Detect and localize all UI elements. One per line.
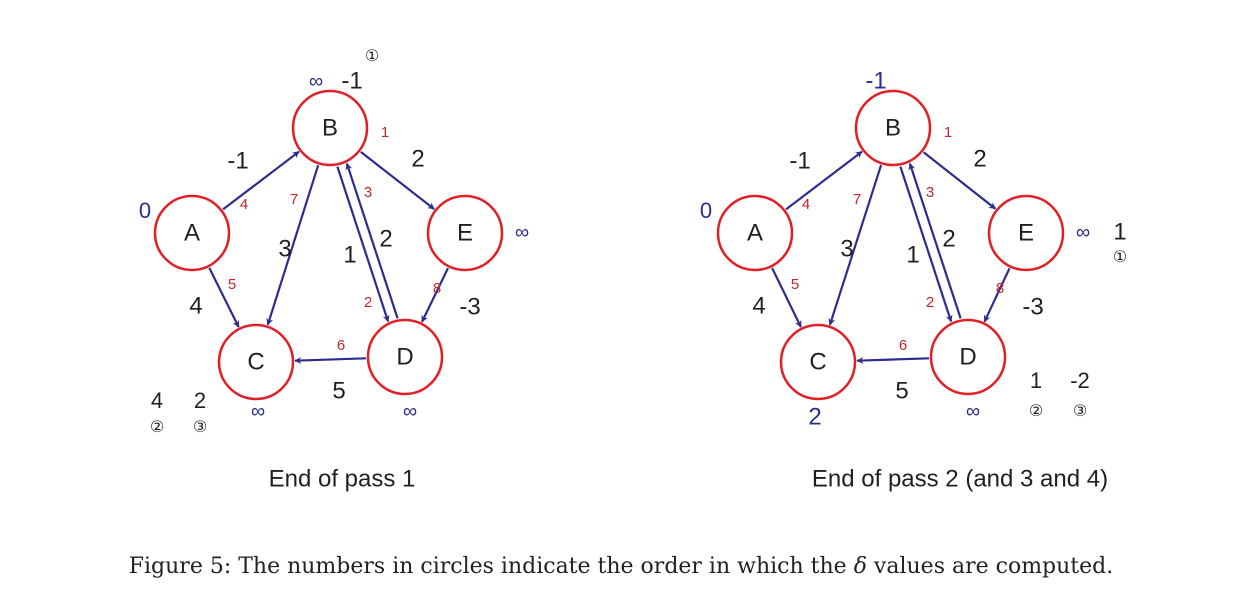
node-label-B: B	[885, 114, 901, 141]
delta-annotation: -1	[341, 67, 362, 94]
delta-annotation: ①	[365, 48, 379, 65]
delta-annotation: ①	[1113, 249, 1127, 266]
delta-annotation: -2	[1070, 368, 1090, 393]
node-label-D: D	[396, 343, 413, 370]
edge-weight-E-D: -3	[459, 293, 480, 320]
diagram-title: End of pass 1	[269, 465, 416, 492]
node-E	[987, 194, 1065, 272]
edge-D-C	[856, 356, 930, 364]
edge-B-D	[899, 166, 953, 323]
caption-prefix: Figure 5: The numbers in circles indicat…	[128, 554, 854, 579]
edge-E-D	[983, 267, 1011, 323]
edge-E-D	[421, 267, 449, 323]
caption-delta-symbol: δ	[853, 554, 867, 579]
edge-order-A-C: 5	[791, 276, 799, 293]
edge-weight-B-D: 2	[942, 225, 955, 252]
edge-A-C	[208, 267, 240, 328]
edge-order-B-C: 7	[290, 191, 298, 208]
edge-weight-D-B: 1	[343, 241, 356, 268]
node-B	[854, 89, 932, 167]
edge-D-C	[294, 356, 367, 364]
edge-order-A-C: 5	[228, 276, 236, 293]
node-C	[217, 323, 295, 401]
edge-order-D-C: 6	[899, 337, 907, 354]
node-C	[779, 323, 857, 401]
edge-order-E-D: 8	[996, 280, 1004, 297]
edge-B-C	[828, 164, 883, 326]
node-label-A: A	[184, 219, 200, 246]
node-label-A: A	[747, 219, 763, 246]
edge-order-D-B: 2	[926, 294, 934, 311]
node-A	[716, 194, 794, 272]
edge-A-C	[771, 267, 802, 328]
node-label-B: B	[322, 114, 338, 141]
edge-A-B	[222, 150, 300, 211]
node-label-D: D	[959, 343, 976, 370]
delta-annotation: ∞	[251, 400, 265, 422]
edge-weight-E-D: -3	[1022, 293, 1043, 320]
delta-annotation: ③	[193, 419, 207, 436]
edge-order-E-D: 8	[433, 280, 441, 297]
delta-annotation: ∞	[966, 400, 980, 422]
caption-suffix: values are computed.	[866, 554, 1114, 579]
edge-order-B-E: 1	[381, 124, 389, 141]
edge-weight-A-C: 4	[189, 292, 202, 319]
edge-weight-D-C: 5	[895, 377, 908, 404]
edge-order-D-C: 6	[337, 337, 345, 354]
delta-annotation: ②	[1029, 403, 1043, 420]
delta-annotation: ∞	[1076, 221, 1090, 243]
edge-order-B-D: 3	[364, 184, 372, 201]
edge-B-E	[922, 151, 997, 210]
edge-B-C	[266, 164, 320, 326]
delta-annotation: ∞	[403, 400, 417, 422]
delta-annotation: 1	[1113, 218, 1126, 245]
delta-annotation: ③	[1073, 403, 1087, 420]
edge-order-B-E: 1	[944, 124, 952, 141]
node-label-C: C	[809, 348, 826, 375]
delta-annotation: ②	[150, 419, 164, 436]
edge-order-D-B: 2	[364, 294, 372, 311]
edge-D-B	[908, 162, 962, 319]
edge-order-B-C: 7	[853, 191, 861, 208]
edge-D-B	[345, 162, 399, 319]
delta-annotation: 0	[700, 198, 712, 223]
edge-weight-A-C: 4	[752, 292, 765, 319]
edge-weight-B-C: 3	[278, 235, 291, 262]
delta-annotation: ∞	[515, 221, 529, 243]
node-label-E: E	[1018, 219, 1034, 246]
edge-weight-D-B: 1	[906, 241, 919, 268]
diagram-title: End of pass 2 (and 3 and 4)	[812, 465, 1108, 492]
node-D	[929, 318, 1007, 396]
edge-weight-A-B: -1	[789, 147, 810, 174]
edge-weight-D-C: 5	[332, 377, 345, 404]
edge-A-B	[785, 150, 863, 211]
node-D	[366, 318, 444, 396]
edge-weight-B-E: 2	[973, 145, 986, 172]
delta-annotation: ∞	[309, 70, 323, 92]
node-E	[426, 194, 504, 272]
delta-annotation: 2	[808, 403, 821, 430]
edge-order-B-D: 3	[926, 184, 934, 201]
delta-annotation: 2	[194, 388, 206, 413]
delta-annotation: 0	[139, 198, 151, 223]
edge-weight-A-B: -1	[227, 147, 248, 174]
delta-annotation: 1	[1030, 368, 1042, 393]
delta-annotation: 4	[151, 388, 163, 413]
edge-weight-B-E: 2	[411, 145, 424, 172]
figure-caption: Figure 5: The numbers in circles indicat…	[0, 554, 1242, 579]
edge-weight-B-D: 2	[379, 225, 392, 252]
edge-weight-B-C: 3	[840, 235, 853, 262]
edge-order-A-B: 4	[240, 196, 248, 213]
node-label-C: C	[247, 348, 264, 375]
delta-annotation: -1	[865, 67, 886, 94]
edge-B-E	[360, 151, 435, 210]
node-B	[291, 89, 369, 167]
node-A	[153, 194, 231, 272]
edge-B-D	[336, 166, 390, 323]
edge-order-A-B: 4	[802, 196, 810, 213]
node-label-E: E	[457, 219, 473, 246]
